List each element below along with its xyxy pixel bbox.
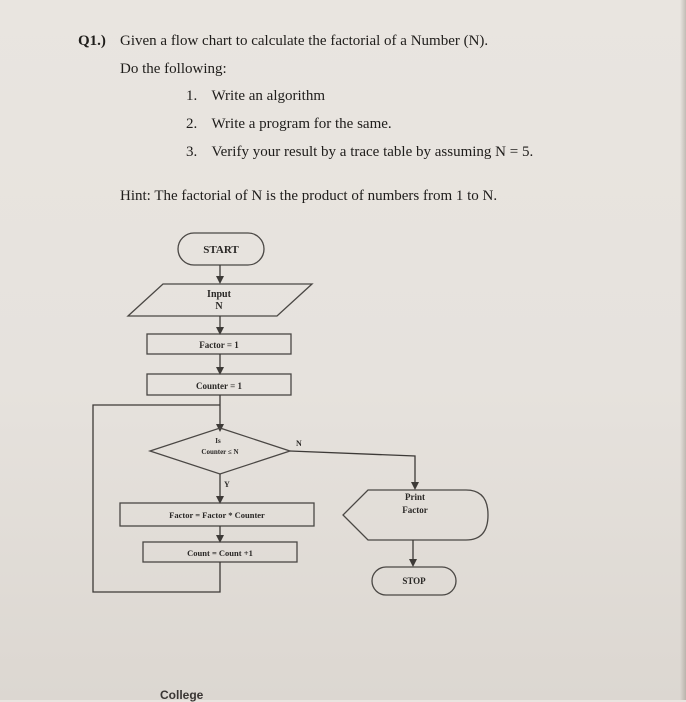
task-text: Verify your result by a trace table by a… xyxy=(211,144,534,160)
input-label: Input xyxy=(207,289,232,300)
counter-init-box xyxy=(146,373,292,396)
decision-condition: Counter ≤ N xyxy=(201,448,238,456)
task-number: 2. xyxy=(186,116,198,132)
task-text: Write a program for the same. xyxy=(211,116,392,132)
factor-init-box xyxy=(146,333,292,355)
task-list: 1. Write an algorithm 2. Write a program… xyxy=(186,87,533,171)
multiply-box xyxy=(119,502,315,527)
start-label: START xyxy=(203,244,239,256)
stop-label: STOP xyxy=(402,576,426,586)
factor-init-label: Factor = 1 xyxy=(199,340,239,350)
input-parallelogram xyxy=(126,283,314,317)
task-number: 3. xyxy=(186,144,198,160)
increment-label: Count = Count +1 xyxy=(187,548,253,558)
stop-terminal xyxy=(371,566,457,596)
question-text: Given a flow chart to calculate the fact… xyxy=(120,33,489,49)
yes-label: Y xyxy=(224,480,230,489)
loop-back-line xyxy=(92,404,221,593)
counter-init-label: Counter = 1 xyxy=(196,381,242,391)
print-label: Print xyxy=(405,492,425,502)
task-item: 2. Write a program for the same. xyxy=(186,115,533,143)
no-label: N xyxy=(296,439,302,448)
multiply-label: Factor = Factor * Counter xyxy=(169,510,265,520)
paper-edge-shadow xyxy=(680,0,686,700)
no-branch-arrow xyxy=(289,450,419,490)
footer-partial-text: College xyxy=(160,688,204,702)
hint-text: Hint: The factorial of N is the product … xyxy=(120,188,498,204)
start-terminal xyxy=(177,232,265,266)
question-instruction: Do the following: xyxy=(120,61,227,77)
task-item: 1. Write an algorithm xyxy=(186,87,533,115)
task-number: 1. xyxy=(186,88,198,104)
question-number: Q1.) xyxy=(78,33,106,49)
task-item: 3. Verify your result by a trace table b… xyxy=(186,143,533,171)
task-text: Write an algorithm xyxy=(211,88,326,104)
print-variable: Factor xyxy=(402,505,427,515)
input-variable: N xyxy=(215,301,223,312)
print-output-shape xyxy=(342,489,489,541)
decision-label: Is xyxy=(215,437,221,445)
